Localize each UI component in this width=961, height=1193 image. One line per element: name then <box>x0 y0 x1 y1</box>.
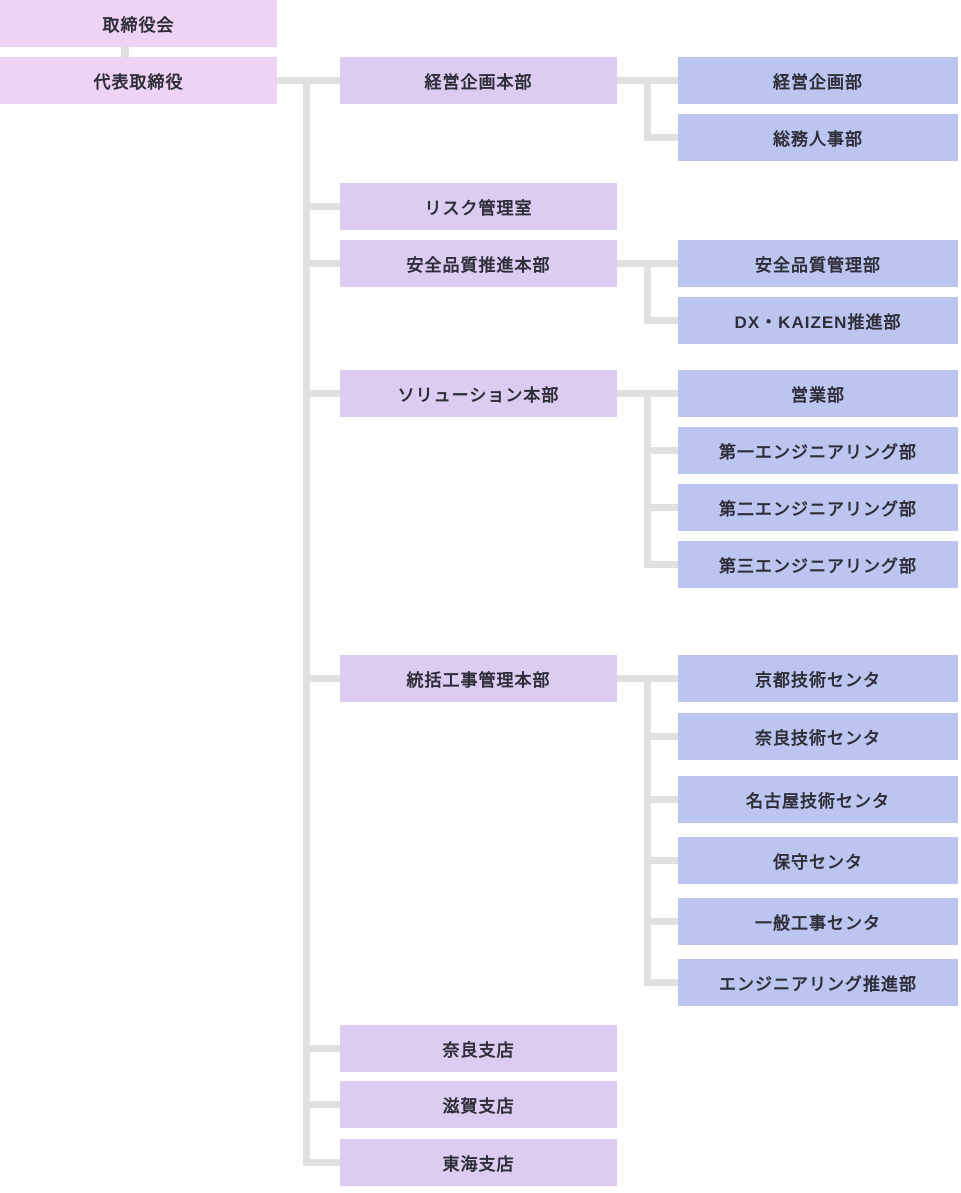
node-dept-dx-kaizen-promotion: DX・KAIZEN推進部 <box>678 297 958 344</box>
connector-stub-safety-quality <box>303 260 340 267</box>
node-label: 名古屋技術センタ <box>746 792 890 811</box>
connector-solution-child2 <box>644 447 678 454</box>
node-label: 総務人事部 <box>773 130 863 149</box>
node-dept-engineering-promotion: エンジニアリング推進部 <box>678 959 958 1006</box>
node-label: 滋賀支店 <box>442 1097 515 1116</box>
connector-main-trunk <box>303 77 310 1166</box>
connector-mgmt-planning-child2 <box>644 134 678 141</box>
node-label: ソリューション本部 <box>397 386 560 405</box>
node-dept-engineering-3: 第三エンジニアリング部 <box>678 541 958 588</box>
connector-solution-child4 <box>644 561 678 568</box>
node-tokai-branch: 東海支店 <box>340 1139 617 1186</box>
node-center-general-construction: 一般工事センタ <box>678 898 958 945</box>
connector-construction-child4 <box>644 857 678 864</box>
connector-stub-risk-management <box>303 203 340 210</box>
node-representative-director: 代表取締役 <box>0 57 277 104</box>
connector-construction-child3 <box>644 796 678 803</box>
node-label: 安全品質管理部 <box>755 256 881 275</box>
node-dept-management-planning: 経営企画部 <box>678 57 958 104</box>
node-dept-sales: 営業部 <box>678 370 958 417</box>
connector-board-to-ceo <box>121 47 129 57</box>
node-label: エンジニアリング推進部 <box>719 975 917 994</box>
node-division-solution: ソリューション本部 <box>340 370 617 417</box>
node-label: 取締役会 <box>102 16 175 35</box>
connector-stub-tokai-branch <box>303 1159 340 1166</box>
connector-stub-solution <box>303 390 340 397</box>
node-nara-branch: 奈良支店 <box>340 1025 617 1072</box>
node-dept-engineering-1: 第一エンジニアリング部 <box>678 427 958 474</box>
connector-stub-nara-branch <box>303 1045 340 1052</box>
node-division-management-planning: 経営企画本部 <box>340 57 617 104</box>
node-board-of-directors: 取締役会 <box>0 0 277 47</box>
connector-stub-shiga-branch <box>303 1101 340 1108</box>
node-dept-engineering-2: 第二エンジニアリング部 <box>678 484 958 531</box>
connector-construction-child5 <box>644 918 678 925</box>
node-label: 奈良技術センタ <box>755 729 881 748</box>
connector-safety-v <box>644 260 651 324</box>
node-label: 経営企画本部 <box>424 73 533 92</box>
node-dept-safety-quality-management: 安全品質管理部 <box>678 240 958 287</box>
node-label: 代表取締役 <box>93 73 184 92</box>
node-division-safety-quality-promotion: 安全品質推進本部 <box>340 240 617 287</box>
node-label: 安全品質推進本部 <box>406 256 551 275</box>
node-label: 東海支店 <box>442 1155 515 1174</box>
node-label: 京都技術センタ <box>755 671 881 690</box>
node-label: 第一エンジニアリング部 <box>719 443 917 462</box>
node-label: リスク管理室 <box>424 199 533 218</box>
node-center-maintenance: 保守センタ <box>678 837 958 884</box>
node-label: 第二エンジニアリング部 <box>719 500 917 519</box>
connector-construction-child6 <box>644 979 678 986</box>
connector-construction-child2 <box>644 733 678 740</box>
node-label: 保守センタ <box>773 853 863 872</box>
connector-mgmt-planning-v <box>644 77 651 141</box>
node-risk-management-office: リスク管理室 <box>340 183 617 230</box>
connector-stub-construction-mgmt <box>303 675 340 682</box>
node-label: 一般工事センタ <box>755 914 881 933</box>
node-label: 統括工事管理本部 <box>406 671 551 690</box>
node-label: 奈良支店 <box>442 1041 515 1060</box>
connector-safety-child2 <box>644 317 678 324</box>
node-division-construction-management: 統括工事管理本部 <box>340 655 617 702</box>
connector-solution-v <box>644 390 651 568</box>
connector-construction-v <box>644 675 651 986</box>
node-center-nara-tech: 奈良技術センタ <box>678 713 958 760</box>
node-label: DX・KAIZEN推進部 <box>734 313 902 332</box>
node-center-kyoto-tech: 京都技術センタ <box>678 655 958 702</box>
node-dept-general-affairs-hr: 総務人事部 <box>678 114 958 161</box>
node-shiga-branch: 滋賀支店 <box>340 1081 617 1128</box>
node-label: 第三エンジニアリング部 <box>719 557 917 576</box>
node-center-nagoya-tech: 名古屋技術センタ <box>678 776 958 823</box>
connector-solution-child3 <box>644 504 678 511</box>
node-label: 経営企画部 <box>773 73 863 92</box>
node-label: 営業部 <box>791 386 845 405</box>
